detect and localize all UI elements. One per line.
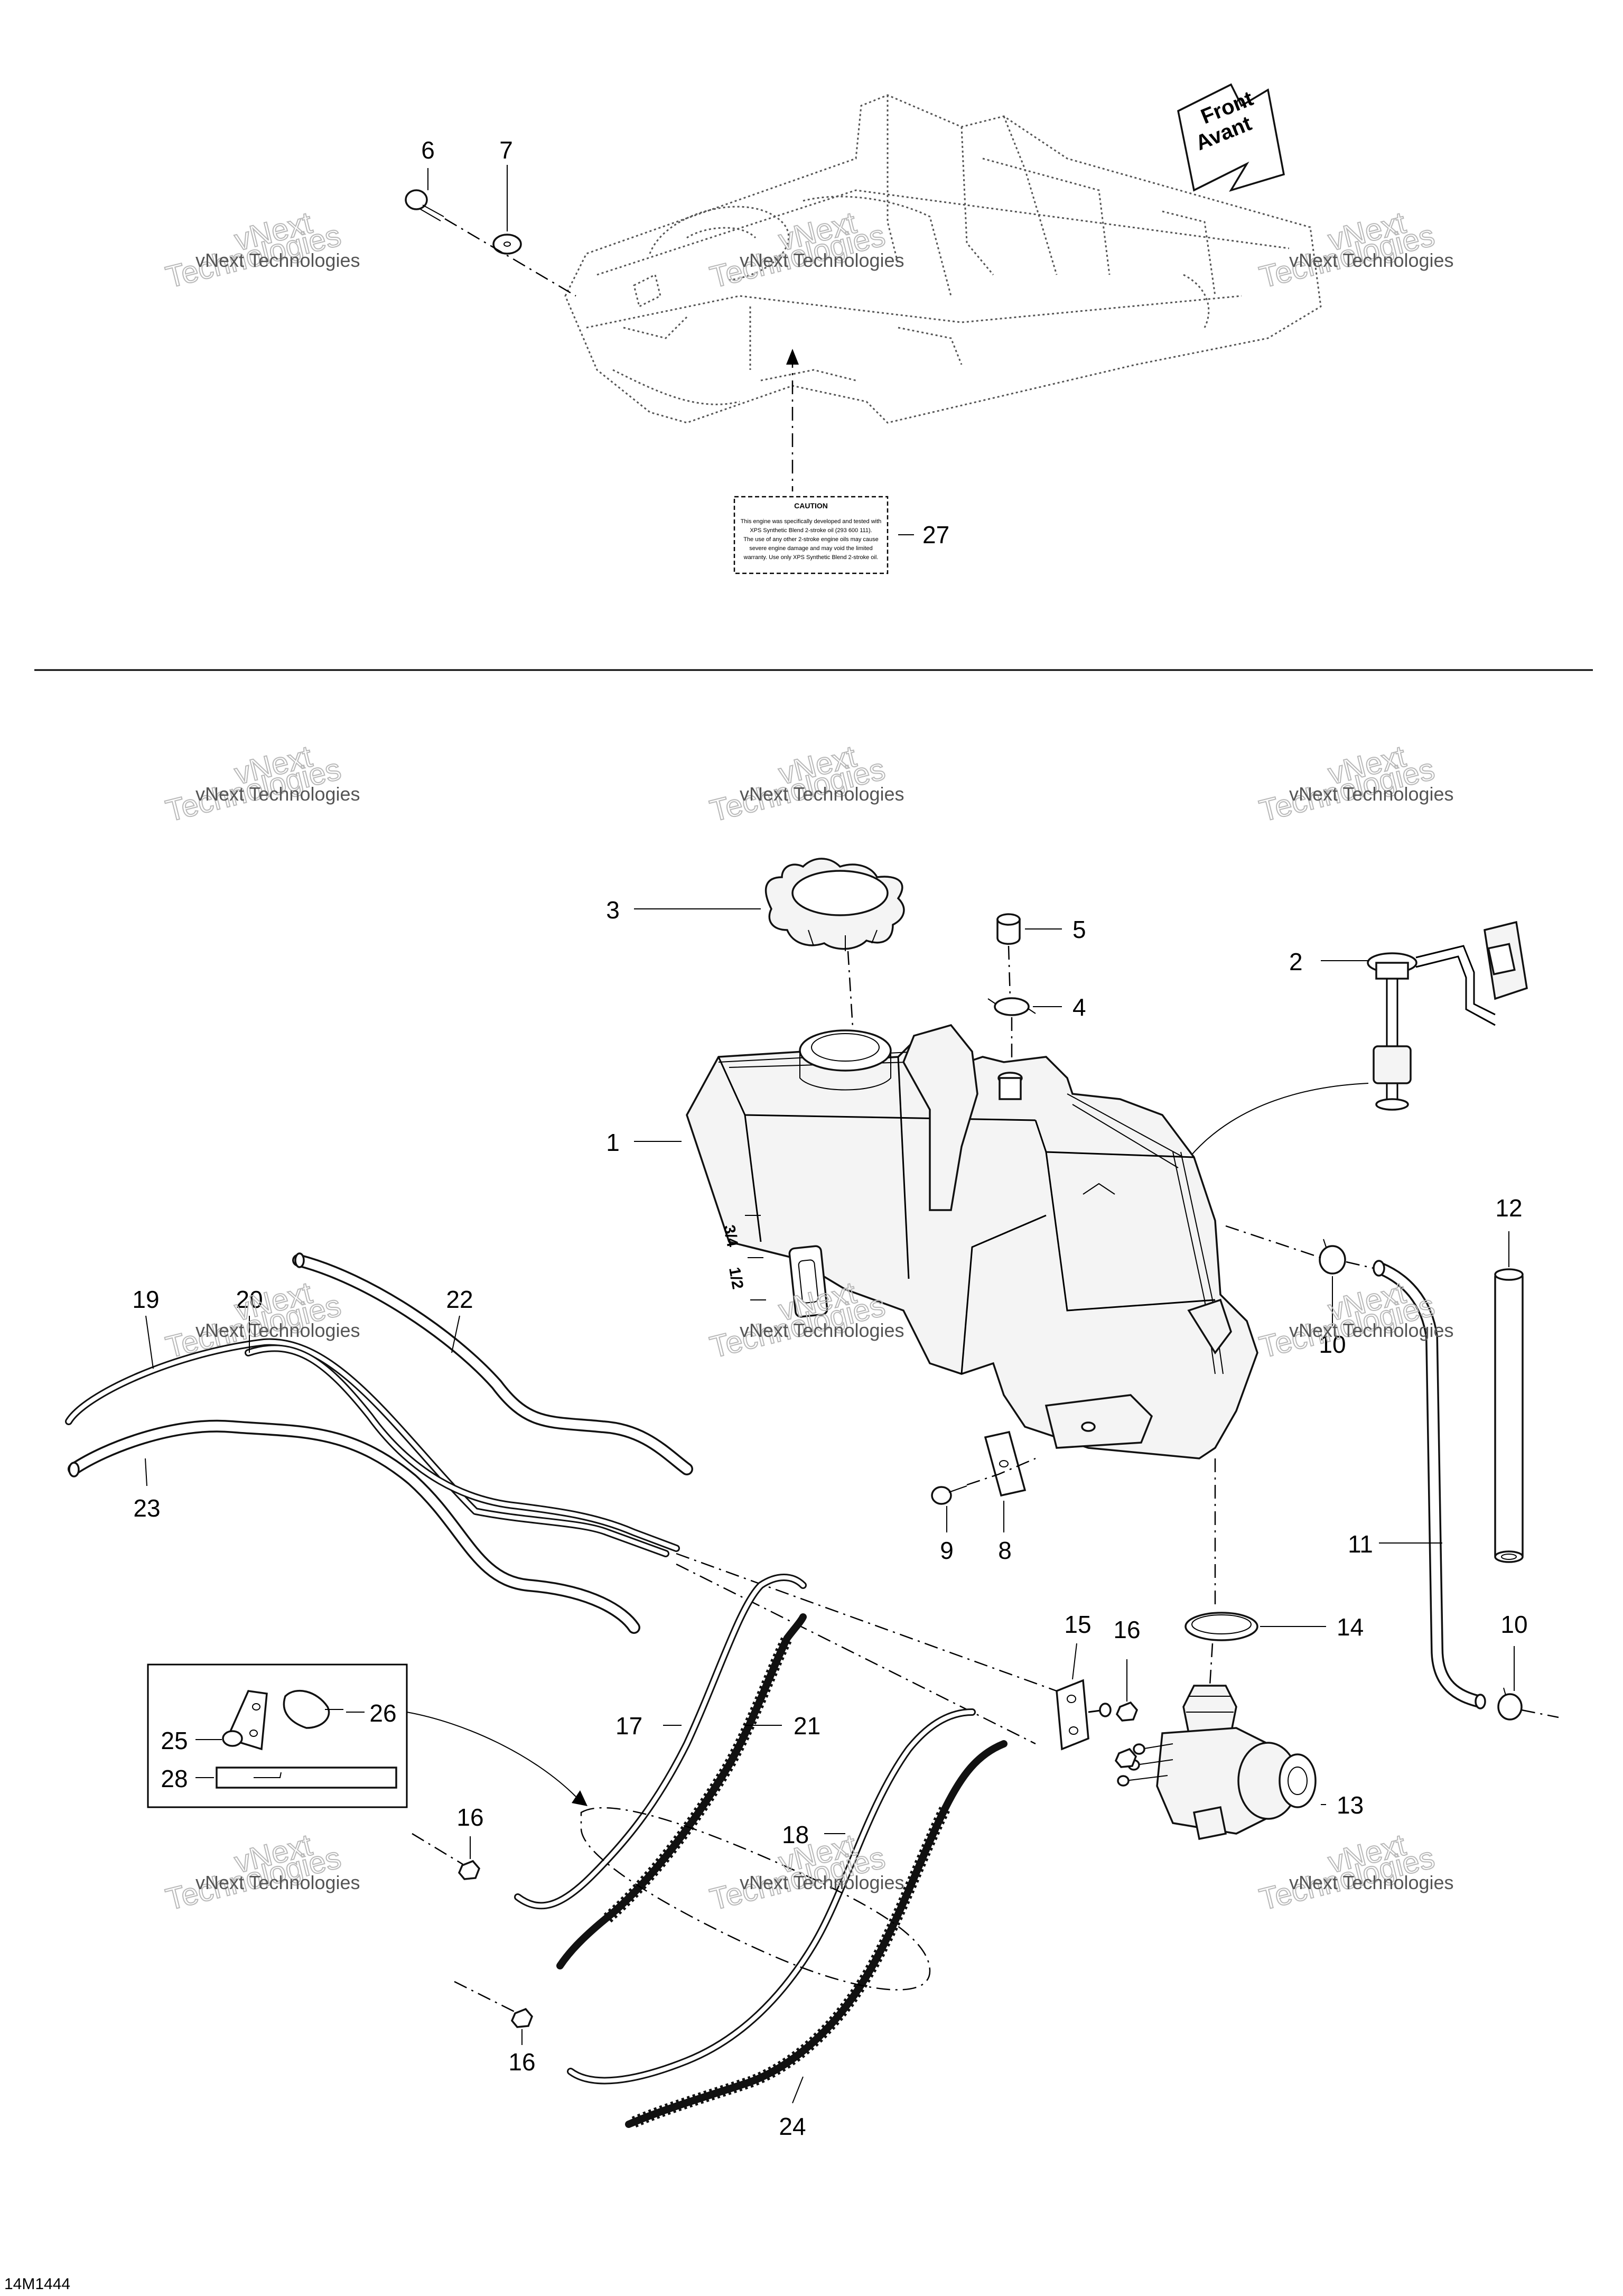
caution-line-1: This engine was specifically developed a… bbox=[741, 518, 882, 525]
callout-6: 6 bbox=[421, 136, 435, 164]
callout-22: 22 bbox=[446, 1286, 473, 1313]
watermark-2: Technologies vNext vNext Technologies bbox=[706, 205, 904, 295]
caution-decal-27: CAUTION This engine was specifically dev… bbox=[733, 349, 889, 574]
callout-12: 12 bbox=[1495, 1194, 1522, 1222]
callout-27: 27 bbox=[922, 521, 949, 549]
hose-17 bbox=[514, 1574, 807, 1910]
watermark-11: Technologies vNext vNext Technologies bbox=[706, 1827, 904, 1918]
watermark-6: Technologies vNext vNext Technologies bbox=[1255, 739, 1454, 829]
svg-text:vNext Technologies: vNext Technologies bbox=[740, 783, 904, 805]
callout-16-pump: 16 bbox=[1113, 1616, 1140, 1643]
watermark-1: Technologies vNext vNext Technologies bbox=[162, 205, 360, 295]
watermark-3: Technologies vNext vNext Technologies bbox=[1255, 205, 1454, 295]
hose-22 bbox=[292, 1252, 693, 1475]
watermark-10: Technologies vNext vNext Technologies bbox=[162, 1827, 360, 1918]
svg-text:vNext Technologies: vNext Technologies bbox=[1289, 783, 1454, 805]
hose-11 bbox=[1373, 1260, 1486, 1709]
callout-24: 24 bbox=[779, 2113, 806, 2140]
caution-line-4: severe engine damage and may void the li… bbox=[749, 545, 873, 552]
vehicle-outline bbox=[564, 94, 1322, 424]
watermark-5: Technologies vNext vNext Technologies bbox=[706, 739, 904, 829]
hose-20 bbox=[245, 1344, 680, 1552]
washer-7 bbox=[492, 234, 522, 255]
callout-18: 18 bbox=[782, 1821, 809, 1848]
callout-1: 1 bbox=[606, 1129, 620, 1156]
callout-20: 20 bbox=[236, 1286, 263, 1313]
watermark-12: Technologies vNext vNext Technologies bbox=[1255, 1827, 1454, 1918]
nut-16-mid bbox=[458, 1860, 481, 1880]
caution-line-2: XPS Synthetic Blend 2-stroke oil (293 60… bbox=[750, 527, 872, 534]
callout-14: 14 bbox=[1337, 1613, 1364, 1641]
hose-19 bbox=[65, 1338, 669, 1557]
bracket-15 bbox=[1056, 1679, 1112, 1751]
tank-mark-1-2: 1/2 bbox=[725, 1266, 747, 1290]
callout-10-upper: 10 bbox=[1319, 1331, 1346, 1358]
caution-title: CAUTION bbox=[794, 501, 828, 510]
hose-18 bbox=[567, 1708, 976, 2085]
callout-26: 26 bbox=[369, 1699, 396, 1727]
svg-text:vNext Technologies: vNext Technologies bbox=[1289, 1872, 1454, 1893]
callout-10-lower: 10 bbox=[1500, 1611, 1527, 1638]
bolt-9 bbox=[931, 1485, 967, 1505]
callout-9: 9 bbox=[940, 1537, 954, 1564]
callout-13: 13 bbox=[1337, 1791, 1364, 1819]
vent-cap-5 bbox=[996, 913, 1021, 945]
callout-25: 25 bbox=[161, 1727, 188, 1754]
hose-21 bbox=[556, 1613, 807, 1969]
tank-mark-3-4: 3/4 bbox=[720, 1223, 741, 1248]
callout-15: 15 bbox=[1064, 1611, 1091, 1638]
clamp-10-lower bbox=[1497, 1687, 1523, 1721]
svg-text:vNext Technologies: vNext Technologies bbox=[740, 1319, 904, 1341]
svg-text:vNext Technologies: vNext Technologies bbox=[740, 1872, 904, 1893]
level-sensor-2 bbox=[1367, 921, 1528, 1111]
callout-3: 3 bbox=[606, 896, 620, 924]
nut-16-low bbox=[510, 2007, 534, 2028]
callout-4: 4 bbox=[1072, 993, 1086, 1021]
clamp-14 bbox=[1184, 1612, 1258, 1641]
plate-nut-8 bbox=[984, 1430, 1027, 1497]
callout-8: 8 bbox=[998, 1537, 1012, 1564]
svg-text:vNext Technologies: vNext Technologies bbox=[1289, 1319, 1454, 1341]
callout-2: 2 bbox=[1289, 948, 1303, 975]
nut-16-pump bbox=[1114, 1701, 1139, 1768]
oil-tank-1: 3/4 1/2 bbox=[686, 1024, 1258, 1460]
callout-5: 5 bbox=[1072, 916, 1086, 943]
oil-pump-13 bbox=[1117, 1685, 1317, 1840]
clamp-4 bbox=[987, 997, 1036, 1016]
oil-cap-3 bbox=[765, 858, 905, 951]
watermark-4: Technologies vNext vNext Technologies bbox=[162, 739, 360, 829]
hose-12 bbox=[1494, 1268, 1524, 1563]
svg-text:vNext Technologies: vNext Technologies bbox=[195, 783, 360, 805]
watermark-9: Technologies vNext vNext Technologies bbox=[1255, 1275, 1454, 1365]
callout-23: 23 bbox=[133, 1494, 160, 1522]
callout-11: 11 bbox=[1348, 1530, 1373, 1558]
callout-7: 7 bbox=[499, 136, 513, 164]
svg-text:vNext Technologies: vNext Technologies bbox=[195, 1319, 360, 1341]
bolt-6 bbox=[405, 189, 444, 221]
callout-28: 28 bbox=[161, 1765, 188, 1792]
hose-24 bbox=[625, 1740, 1008, 2128]
figure-code: 14M1444 bbox=[4, 2275, 70, 2293]
clamp-10-upper bbox=[1319, 1239, 1346, 1275]
svg-text:vNext Technologies: vNext Technologies bbox=[1289, 249, 1454, 271]
callout-19: 19 bbox=[132, 1286, 159, 1313]
svg-text:vNext Technologies: vNext Technologies bbox=[195, 1872, 360, 1893]
callout-16-mid: 16 bbox=[456, 1804, 483, 1831]
callout-21: 21 bbox=[794, 1712, 820, 1740]
hose-23 bbox=[68, 1419, 640, 1634]
front-arrow-icon: Front Avant bbox=[1177, 83, 1285, 192]
svg-text:vNext Technologies: vNext Technologies bbox=[195, 249, 360, 271]
caution-line-5: warranty. Use only XPS Synthetic Blend 2… bbox=[743, 554, 879, 561]
hardware-kit-box bbox=[147, 1663, 408, 1808]
caution-line-3: The use of any other 2-stroke engine oil… bbox=[743, 536, 879, 543]
svg-text:vNext Technologies: vNext Technologies bbox=[740, 249, 904, 271]
callout-16-low: 16 bbox=[508, 2048, 535, 2076]
callout-17: 17 bbox=[615, 1712, 642, 1740]
